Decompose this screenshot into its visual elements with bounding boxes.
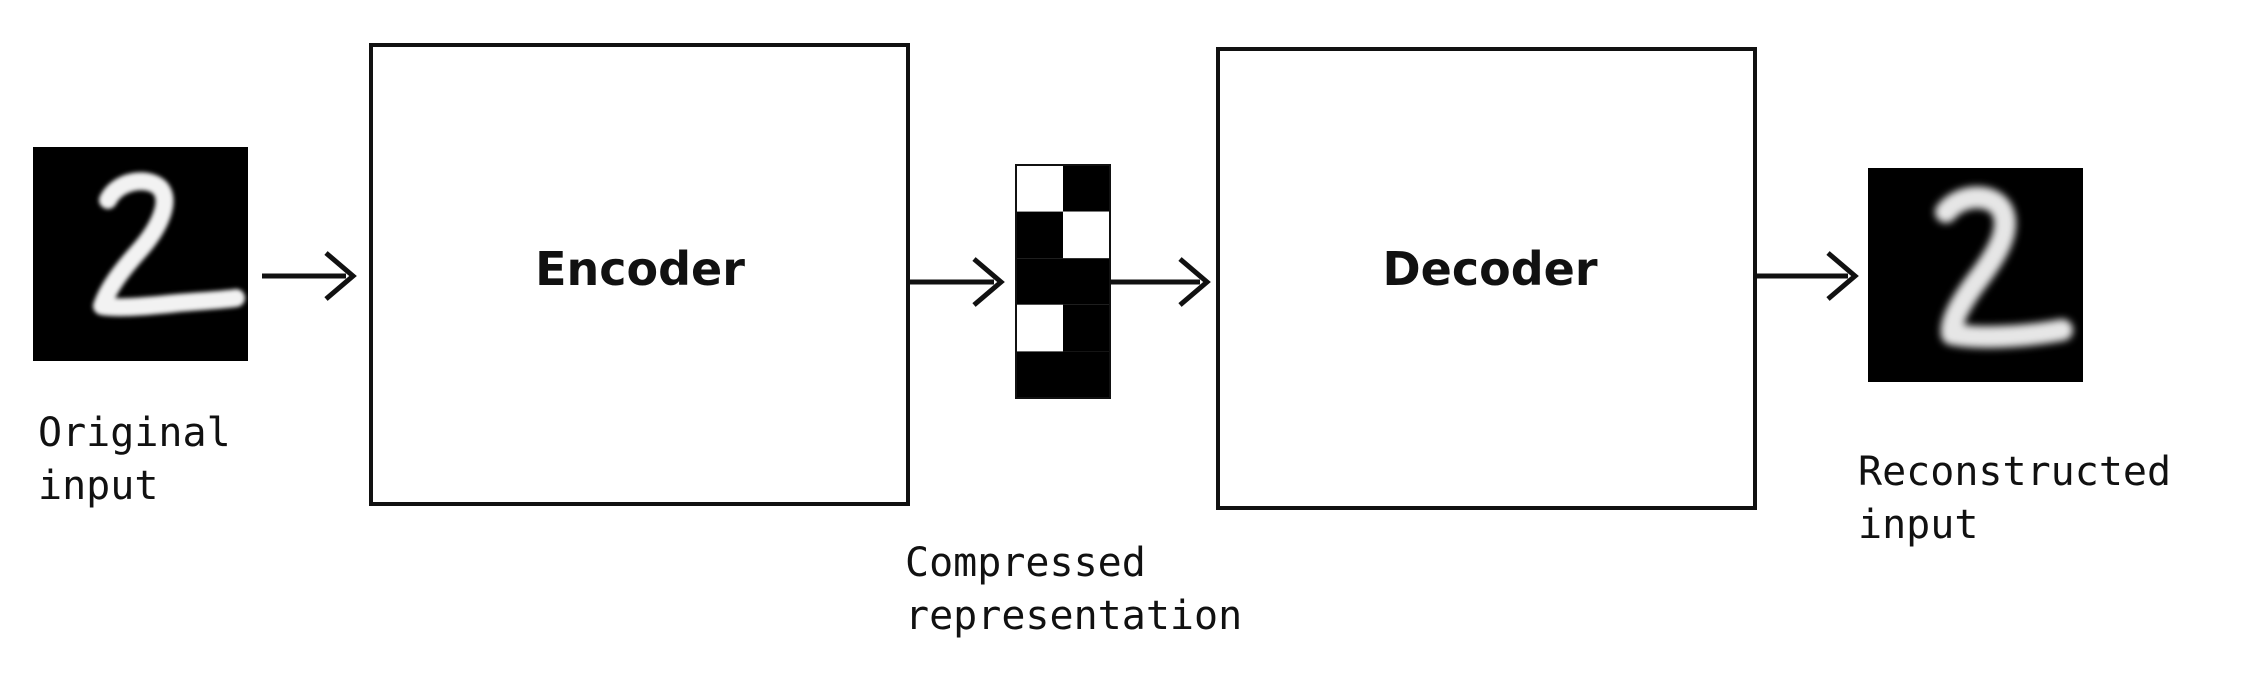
decoder-label: Decoder xyxy=(1382,242,1597,296)
original-input-label: Original input xyxy=(38,407,231,513)
code-cell xyxy=(1063,258,1110,305)
compressed-representation-label: Compressed representation xyxy=(905,537,1242,643)
reconstructed-input-image xyxy=(1868,168,2083,382)
compressed-label-line1: Compressed xyxy=(905,540,1146,586)
arrow-encoder-to-code xyxy=(910,257,1005,307)
code-cell xyxy=(1016,211,1063,259)
code-cell xyxy=(1063,304,1110,352)
decoder-box: Decoder xyxy=(1216,47,1757,510)
code-cell xyxy=(1063,165,1110,212)
code-cell xyxy=(1016,304,1063,352)
arrow-decoder-to-output xyxy=(1757,251,1859,301)
code-cell xyxy=(1063,211,1110,259)
reconstructed-input-label: Reconstructed input xyxy=(1858,446,2171,552)
encoder-box: Encoder xyxy=(369,43,910,506)
code-cell xyxy=(1016,258,1063,305)
code-cell xyxy=(1016,165,1063,212)
original-input-label-line2: input xyxy=(38,463,159,509)
encoder-label: Encoder xyxy=(535,242,745,296)
digit-two-glyph xyxy=(1935,186,2073,348)
reconstructed-label-line2: input xyxy=(1858,502,1979,548)
code-cell xyxy=(1063,351,1110,398)
code-cell xyxy=(1016,351,1063,398)
digit-two-glyph xyxy=(93,172,245,317)
compressed-representation-grid xyxy=(1015,164,1111,399)
original-input-label-line1: Original xyxy=(38,410,231,456)
arrow-code-to-decoder xyxy=(1110,257,1211,307)
reconstructed-label-line1: Reconstructed xyxy=(1858,449,2172,495)
original-input-image xyxy=(33,147,248,361)
compressed-label-line2: representation xyxy=(905,593,1243,639)
arrow-input-to-encoder xyxy=(262,251,357,301)
